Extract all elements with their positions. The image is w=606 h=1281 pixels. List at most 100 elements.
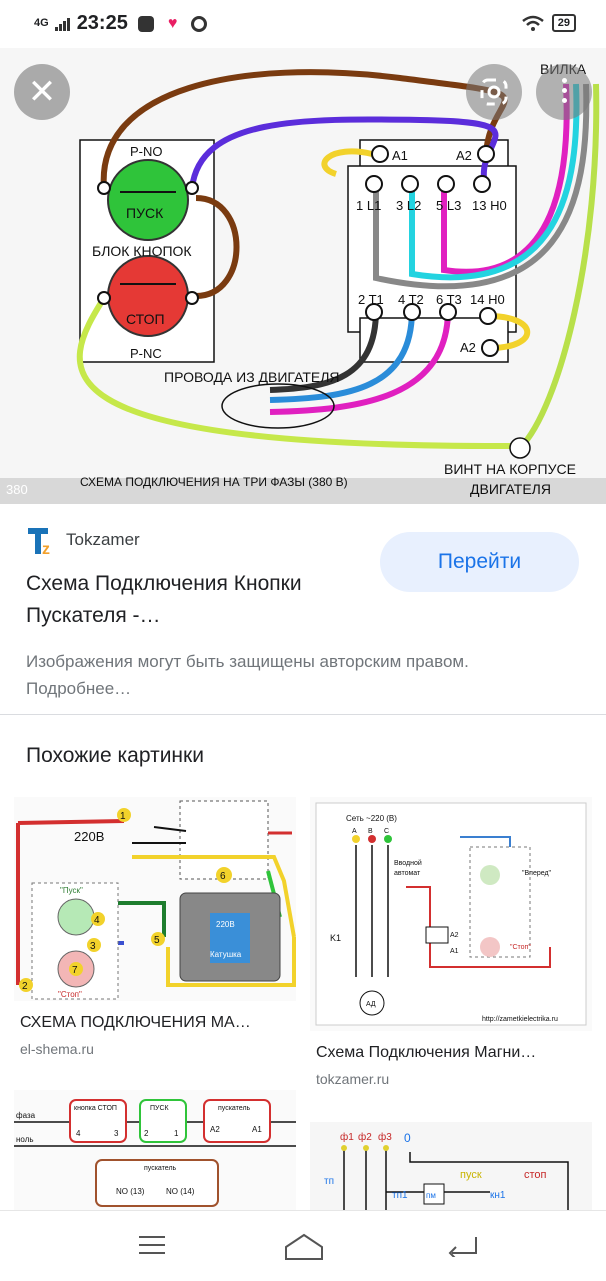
sim2-ad: АД bbox=[366, 1001, 376, 1008]
sim3-no14: NO (14) bbox=[166, 1187, 195, 1196]
sim4-zero: 0 bbox=[404, 1131, 411, 1145]
sim2-url: http://zametkielectrika.ru bbox=[482, 1016, 558, 1023]
network-indicator: 4G bbox=[34, 17, 49, 29]
sim4-pusk: пуск bbox=[460, 1169, 482, 1181]
sim3-a1: A1 bbox=[252, 1125, 262, 1134]
label-stop: СТОП bbox=[126, 311, 165, 327]
similar-caption-2[interactable]: Схема Подключения Магни… bbox=[316, 1044, 537, 1061]
sim3-faza: фаза bbox=[16, 1111, 36, 1120]
app-notification-icon bbox=[137, 15, 154, 32]
sim3-puskatel-2: пускатель bbox=[144, 1165, 177, 1172]
sim2-a1: A1 bbox=[450, 948, 459, 955]
sim3-n3: 3 bbox=[114, 1129, 119, 1138]
source-row[interactable]: z Tokzamer bbox=[26, 524, 140, 558]
sim3-n4: 4 bbox=[76, 1129, 81, 1138]
sim1-220v: 220В bbox=[74, 829, 104, 844]
label-a1: A1 bbox=[392, 148, 408, 163]
lens-icon bbox=[480, 78, 508, 106]
sim1-n7: 7 bbox=[72, 965, 78, 976]
sim3-knopka-stop: кнопка СТОП bbox=[74, 1105, 117, 1112]
system-nav-bar bbox=[0, 1210, 606, 1281]
sim1-n4: 4 bbox=[94, 915, 100, 926]
sim2-k1: K1 bbox=[330, 933, 341, 943]
sim4-kn1: кн1 bbox=[490, 1190, 506, 1201]
sim1-stop: "Стоп" bbox=[58, 990, 82, 999]
image-size-label: 380 bbox=[6, 482, 28, 497]
label-t1: 2 T1 bbox=[358, 292, 384, 307]
recent-apps-icon[interactable] bbox=[138, 1233, 166, 1257]
similar-source-2: tokzamer.ru bbox=[316, 1071, 390, 1087]
label-t2: 4 T2 bbox=[398, 292, 424, 307]
label-p-nc: P-NC bbox=[130, 346, 162, 361]
clock: 23:25 bbox=[76, 12, 128, 34]
sim2-a: A bbox=[352, 828, 357, 835]
sim1-katushka: Катушка bbox=[210, 950, 242, 959]
sim2-vvod: Вводной bbox=[394, 859, 422, 867]
sim4-f1: ф1 bbox=[340, 1131, 354, 1143]
battery-indicator: 29 bbox=[551, 14, 576, 32]
lens-search-button[interactable] bbox=[466, 64, 522, 120]
label-13h0: 13 H0 bbox=[472, 198, 507, 213]
svg-text:z: z bbox=[42, 541, 50, 556]
sim4-stop: стоп bbox=[524, 1169, 547, 1181]
tokzamer-logo-icon: z bbox=[26, 524, 58, 558]
sim1-pusk: "Пуск" bbox=[60, 886, 83, 895]
label-a2-top: A2 bbox=[456, 148, 472, 163]
sim3-n2: 2 bbox=[144, 1129, 149, 1138]
label-block: БЛОК КНОПОК bbox=[92, 243, 192, 259]
sim4-pm: пм bbox=[426, 1191, 436, 1200]
more-vert-icon bbox=[562, 78, 567, 108]
similar-diagram-4: ф1 ф2 ф3 0 тп тп1 пм пуск стоп кн1 bbox=[310, 1122, 592, 1210]
sim2-set: Сеть ~220 (В) bbox=[346, 814, 397, 823]
signal-icon bbox=[54, 17, 70, 31]
sim1-n5: 5 bbox=[154, 935, 160, 946]
label-l3: 5 L3 bbox=[436, 198, 461, 213]
similar-caption-1[interactable]: СХЕМА ПОДКЛЮЧЕНИЯ МА… bbox=[20, 1014, 251, 1031]
sim1-n3: 3 bbox=[90, 941, 96, 952]
source-name: Tokzamer bbox=[66, 530, 140, 549]
copyright-notice[interactable]: Изображения могут быть защищены авторски… bbox=[26, 652, 469, 698]
sim1-n2: 2 bbox=[22, 981, 28, 992]
sim1-n6: 6 bbox=[220, 871, 226, 882]
wifi-icon bbox=[521, 15, 544, 31]
label-14h0: 14 H0 bbox=[470, 292, 505, 307]
sim2-vpered: "Вперед" bbox=[522, 870, 552, 877]
sim3-no13: NO (13) bbox=[116, 1187, 145, 1196]
sim3-a2: A2 bbox=[210, 1125, 220, 1134]
visit-button[interactable]: Перейти bbox=[380, 532, 579, 592]
sim2-b: B bbox=[368, 828, 373, 835]
label-vint-2: ДВИГАТЕЛЯ bbox=[470, 481, 551, 497]
wiring-diagram: ВИЛКА P-NO ПУСК БЛОК КНОПОК СТОП P-NC A1… bbox=[0, 61, 606, 504]
similar-image-3[interactable]: фаза ноль кнопка СТОП ПУСК пускатель A2 … bbox=[14, 1090, 296, 1210]
sim3-pusk: ПУСК bbox=[150, 1105, 170, 1112]
label-l2: 3 L2 bbox=[396, 198, 421, 213]
home-icon[interactable] bbox=[284, 1233, 324, 1261]
more-options-button[interactable] bbox=[536, 64, 592, 120]
label-provoda: ПРОВОДА ИЗ ДВИГАТЕЛЯ bbox=[164, 369, 340, 385]
sim2-avtomat: автомат bbox=[394, 870, 421, 877]
similar-image-1[interactable]: 220В 1 2 3 4 5 6 7 "Пуск" "Стоп" 220В Ка… bbox=[14, 797, 296, 1001]
sim4-f3: ф3 bbox=[378, 1131, 392, 1143]
sim2-a2: A2 bbox=[450, 932, 459, 939]
chrome-icon bbox=[191, 15, 208, 32]
sim1-n1: 1 bbox=[120, 811, 126, 822]
similar-image-2[interactable]: Сеть ~220 (В) A B C Вводной автомат "Впе… bbox=[310, 797, 592, 1031]
similar-diagram-3: фаза ноль кнопка СТОП ПУСК пускатель A2 … bbox=[14, 1090, 296, 1210]
back-icon[interactable] bbox=[448, 1233, 478, 1257]
similar-source-1: el-shema.ru bbox=[20, 1041, 94, 1057]
sim4-tp1: тп1 bbox=[392, 1190, 408, 1201]
close-button[interactable]: ✕ bbox=[14, 64, 70, 120]
label-p-no: P-NO bbox=[130, 144, 163, 159]
sim1-coil: 220В bbox=[216, 920, 235, 929]
similar-image-4[interactable]: ф1 ф2 ф3 0 тп тп1 пм пуск стоп кн1 bbox=[310, 1122, 592, 1210]
label-l1: 1 L1 bbox=[356, 198, 381, 213]
divider bbox=[0, 714, 606, 715]
sim4-tp: тп bbox=[324, 1176, 334, 1187]
sim2-stop: "Стоп" bbox=[510, 944, 531, 951]
main-image[interactable]: ВИЛКА P-NO ПУСК БЛОК КНОПОК СТОП P-NC A1… bbox=[0, 48, 606, 504]
sim4-f2: ф2 bbox=[358, 1131, 372, 1143]
sim3-puskatel: пускатель bbox=[218, 1105, 251, 1112]
sim3-n1: 1 bbox=[174, 1129, 179, 1138]
result-title[interactable]: Схема Подключения Кнопки Пускателя -… bbox=[26, 572, 302, 627]
label-scheme-caption: СХЕМА ПОДКЛЮЧЕНИЯ НА ТРИ ФАЗЫ (380 В) bbox=[80, 475, 348, 489]
